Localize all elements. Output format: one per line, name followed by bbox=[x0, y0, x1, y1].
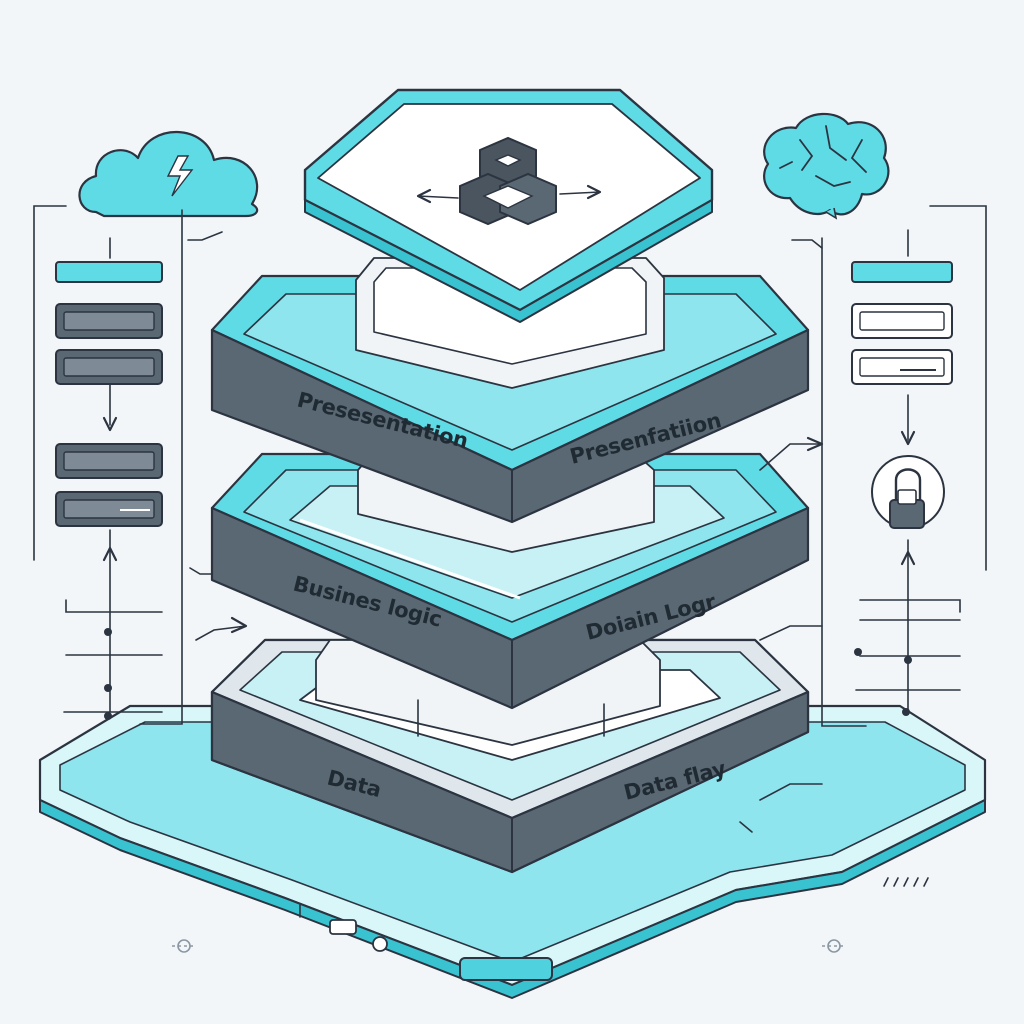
right-flow-connectors bbox=[759, 205, 987, 801]
right-panel-stack bbox=[851, 261, 953, 385]
brain-icon bbox=[763, 112, 890, 220]
left-panel-stack bbox=[55, 261, 163, 527]
business-logic-layer: Busines logic Doiain Logr bbox=[210, 452, 810, 710]
platform-vent-marks bbox=[883, 877, 929, 887]
padlock-icon bbox=[871, 455, 945, 529]
connector-symbol-left bbox=[172, 939, 196, 953]
top-module-card bbox=[303, 88, 714, 323]
connector-symbol-right bbox=[822, 939, 846, 953]
right-panel-header-bar bbox=[851, 261, 953, 283]
platform-port-slot bbox=[299, 821, 753, 981]
cloud-lightning-icon bbox=[78, 130, 259, 218]
module-cube-icon bbox=[416, 136, 602, 226]
left-flow-connectors bbox=[33, 205, 248, 725]
left-panel-header-bar bbox=[55, 261, 163, 283]
